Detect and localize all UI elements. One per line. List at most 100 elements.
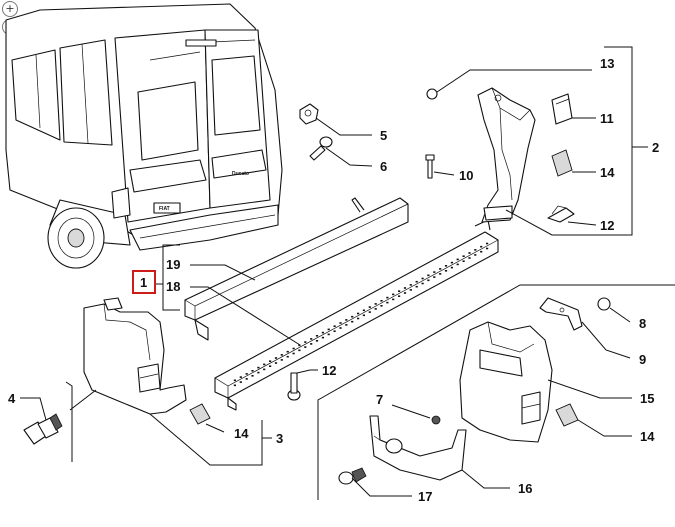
perforation-hole (274, 357, 278, 359)
perforation-hole (450, 266, 453, 269)
callout-14-right[interactable]: 14 (640, 429, 655, 444)
perforation-hole (398, 290, 401, 292)
perforation-hole (398, 295, 401, 297)
van-illustration: FIAT Ducato (5, 3, 283, 269)
part-10-bolt (425, 154, 435, 179)
perforation-hole (257, 366, 260, 369)
perforation-hole (444, 270, 448, 272)
part-15-corner-trim (459, 321, 553, 443)
perforation-hole (480, 245, 483, 248)
perforation-hole (386, 301, 389, 304)
perforation-hole (245, 378, 248, 380)
part-17-plug (338, 467, 367, 485)
perforation-hole (345, 324, 348, 326)
part-3-corner-trim (83, 297, 187, 415)
callout-14-left[interactable]: 14 (234, 426, 249, 441)
perforation-hole (292, 352, 295, 355)
perforation-hole (427, 274, 430, 277)
perforation-hole (286, 350, 289, 353)
perforation-hole (263, 368, 266, 371)
callout-12-bolt[interactable]: 12 (322, 363, 336, 378)
perforation-hole (409, 289, 412, 291)
perforation-hole (362, 309, 365, 312)
callout-12-top[interactable]: 12 (600, 218, 614, 233)
part-12-clip-top (547, 205, 575, 223)
perforation-hole (486, 247, 489, 250)
part-19-rail (184, 197, 409, 341)
perforation-hole (321, 331, 324, 334)
callout-19[interactable]: 19 (166, 257, 180, 272)
part-9-bracket (539, 297, 583, 331)
perforation-hole (327, 328, 330, 331)
perforation-hole (339, 327, 342, 329)
perforation-hole (304, 341, 307, 343)
part-5-nut (299, 103, 319, 125)
perforation-hole (468, 257, 471, 259)
perforation-hole (251, 375, 254, 377)
perforation-hole (427, 279, 430, 282)
part-14-reflector-top (551, 149, 573, 177)
callout-16[interactable]: 16 (518, 481, 532, 496)
callout-1[interactable]: 1 (140, 275, 147, 290)
perforation-hole (374, 303, 377, 305)
callout-17[interactable]: 17 (418, 489, 432, 504)
perforation-hole (315, 340, 319, 342)
perforation-hole (280, 359, 283, 361)
perforation-hole (474, 249, 477, 251)
perforation-hole (357, 317, 360, 320)
callout-14-top[interactable]: 14 (600, 165, 615, 180)
perforation-hole (439, 273, 442, 275)
perforation-hole (327, 333, 330, 336)
perforation-hole (351, 320, 354, 323)
callout-1-highlight (132, 270, 156, 294)
perforation-hole (468, 252, 471, 254)
callout-13[interactable]: 13 (600, 56, 614, 71)
perforation-hole (433, 276, 436, 278)
perforation-hole (368, 306, 371, 308)
perforation-hole (456, 263, 459, 266)
perforation-hole (298, 349, 301, 352)
perforation-hole (474, 254, 477, 256)
callout-18[interactable]: 18 (166, 279, 180, 294)
perforation-hole (339, 322, 342, 324)
perforation-hole (421, 282, 424, 285)
perforation-hole (269, 365, 272, 367)
callout-7[interactable]: 7 (376, 392, 383, 407)
part-11-cap (551, 93, 573, 125)
perforation-hole (233, 384, 236, 387)
callout-2[interactable]: 2 (652, 140, 659, 155)
callout-5[interactable]: 5 (380, 128, 387, 143)
perforation-hole (292, 347, 295, 350)
perforation-hole (409, 284, 412, 286)
callout-9[interactable]: 9 (639, 352, 646, 367)
model-badge: Ducato (232, 171, 249, 177)
perforation-hole (298, 344, 301, 347)
part-14-reflector-left (189, 403, 211, 425)
callout-4[interactable]: 4 (8, 391, 16, 406)
part-16-bracket (369, 415, 467, 481)
part-8-clip (597, 297, 611, 311)
perforation-hole (333, 330, 336, 332)
zoom-in-button[interactable]: + (2, 1, 18, 17)
callout-10[interactable]: 10 (459, 168, 473, 183)
perforation-hole (345, 319, 348, 321)
part-14-reflector-right (555, 403, 579, 427)
callout-3[interactable]: 3 (276, 431, 283, 446)
callout-labels: 13 11 2 14 12 5 6 10 19 1 18 8 12 9 4 15… (8, 56, 659, 504)
perforation-hole (310, 343, 313, 345)
callout-11[interactable]: 11 (600, 111, 614, 126)
perforation-hole (357, 312, 360, 315)
perforation-hole (257, 371, 260, 374)
perforation-hole (233, 379, 236, 382)
perforation-hole (433, 271, 436, 273)
perforation-hole (380, 300, 383, 302)
perforation-hole (415, 285, 418, 288)
callout-8[interactable]: 8 (639, 316, 646, 331)
callout-6[interactable]: 6 (380, 159, 387, 174)
perforation-hole (462, 260, 465, 262)
perforation-hole (310, 338, 313, 340)
callout-15[interactable]: 15 (640, 391, 654, 406)
perforation-hole (280, 354, 283, 356)
perforation-hole (286, 355, 289, 358)
